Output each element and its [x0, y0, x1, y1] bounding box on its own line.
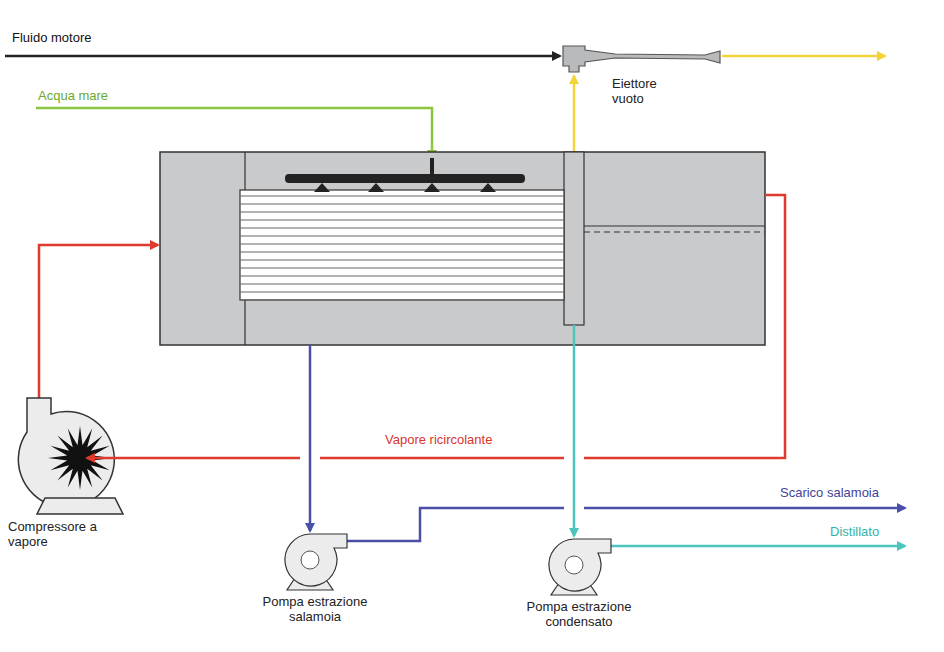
recirc-vapour-line	[155, 457, 300, 460]
recirc-vapour-line	[320, 457, 564, 460]
compressor-casing	[18, 398, 114, 507]
compressed-vapour-line	[39, 245, 158, 398]
demister-line	[584, 225, 765, 226]
flow-label: Distillato	[830, 524, 879, 539]
brine-discharge-line	[347, 508, 564, 541]
flow-label: Fluido motore	[12, 30, 91, 45]
ejector-body	[563, 46, 720, 72]
recirc-vapour-line	[584, 195, 785, 458]
compressor-icon	[5, 398, 165, 516]
pump-icon	[519, 525, 639, 595]
compressor-base	[37, 498, 123, 514]
vacuum-suction-line	[573, 76, 576, 152]
flow-label: Vapore ricircolante	[385, 432, 492, 447]
distillate-line	[611, 545, 905, 548]
pump-icon	[255, 520, 375, 590]
flow-label: Acqua mare	[38, 88, 108, 103]
evaporator-vessel	[160, 152, 765, 345]
ejector-exhaust-line	[722, 55, 885, 58]
equipment-label: Eiettore vuoto	[612, 76, 682, 106]
pump-casing	[285, 534, 347, 586]
pump-eye	[565, 556, 583, 574]
pump-eye	[301, 551, 319, 569]
pump: Pompa estrazione condensato	[519, 525, 639, 633]
tube-bundle	[240, 190, 564, 300]
motive-fluid-line	[5, 55, 560, 58]
sea-water-line	[36, 108, 432, 158]
ejector-icon	[555, 40, 725, 76]
equipment-label: Pompa estrazione condensato	[519, 599, 639, 629]
condensate-line	[573, 325, 576, 536]
tube-rows	[240, 190, 564, 300]
vapour-inlet-arrow	[87, 457, 155, 460]
demister-mesh	[584, 231, 765, 232]
vapour-duct	[564, 152, 584, 325]
flow-label: Scarico salamoia	[780, 485, 879, 500]
equipment-label: Compressore a vapore	[8, 519, 100, 549]
pump-casing	[549, 539, 611, 591]
pump: Pompa estrazione salamoia	[255, 520, 375, 628]
brine-discharge-line	[584, 507, 905, 510]
compressor: Compressore a vapore	[5, 398, 165, 553]
spray-nozzles	[314, 183, 496, 192]
brine-line	[309, 345, 312, 531]
spray-header	[285, 174, 525, 183]
ejector: Eiettore vuoto	[555, 40, 725, 110]
equipment-label: Pompa estrazione salamoia	[255, 594, 375, 624]
